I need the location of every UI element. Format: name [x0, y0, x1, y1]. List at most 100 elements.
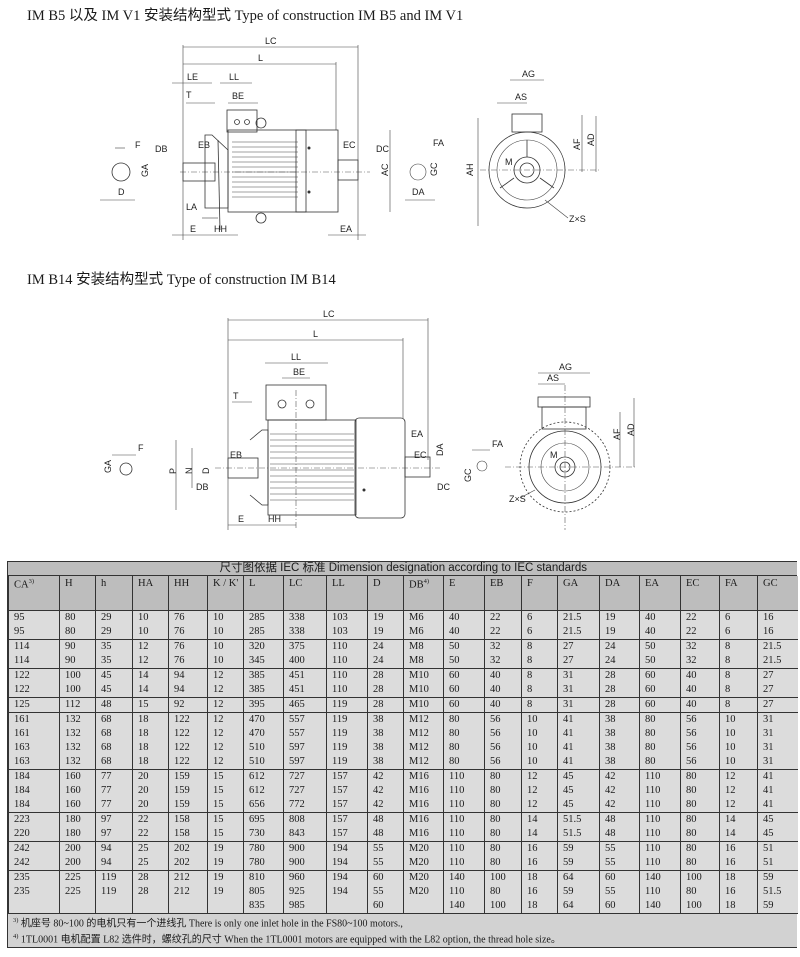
table-cell: 110	[639, 812, 681, 827]
table-cell: 38	[367, 727, 404, 741]
dim-label: EB	[198, 140, 210, 150]
table-cell: 119	[326, 712, 368, 727]
table-cell: 60	[443, 683, 485, 698]
table-cell: 285	[243, 625, 284, 640]
table-cell: M20	[403, 870, 444, 885]
table-cell: 76	[168, 654, 208, 669]
table-cell: 80	[484, 812, 522, 827]
table-cell: 110	[326, 668, 368, 683]
table-cell	[168, 899, 208, 914]
table-cell: 32	[680, 639, 720, 654]
dim-label: L	[258, 53, 263, 63]
table-cell: 80	[59, 610, 96, 625]
table-cell: 41	[557, 727, 600, 741]
table-cell: 80	[680, 798, 720, 813]
table-cell: 780	[243, 856, 284, 871]
table-cell: 41	[557, 755, 600, 770]
table-cell: 94	[168, 683, 208, 698]
table-cell: 119	[95, 885, 133, 899]
table-cell: 77	[95, 784, 133, 798]
dim-label: AS	[515, 92, 527, 102]
table-cell: 80	[59, 625, 96, 640]
table-cell: 56	[484, 741, 522, 755]
table-cell: 15	[207, 784, 244, 798]
dim-label: EA	[340, 224, 352, 234]
table-cell: 77	[95, 798, 133, 813]
table-cell: 8	[719, 668, 758, 683]
motor-side-view	[172, 45, 391, 240]
table-cell: 15	[207, 827, 244, 842]
table-cell: 24	[599, 654, 640, 669]
table-cell: 12	[207, 683, 244, 698]
table-cell: 41	[757, 769, 798, 784]
table-cell: 8	[521, 639, 558, 654]
table-cell: 24	[599, 639, 640, 654]
dim-label: AC	[380, 163, 390, 176]
table-cell: 50	[639, 654, 681, 669]
table-cell: 27	[757, 683, 798, 698]
table-cell: 55	[599, 856, 640, 871]
table-cell: 22	[484, 610, 522, 625]
table-cell: 18	[719, 870, 758, 885]
table-cell: 727	[283, 784, 327, 798]
table-cell: 8	[521, 654, 558, 669]
column-header: HH	[168, 576, 208, 611]
dim-label: HH	[268, 514, 281, 524]
table-cell: 18	[132, 727, 169, 741]
column-header: E	[443, 576, 485, 611]
table-cell: 97	[95, 827, 133, 842]
table-cell: 45	[757, 812, 798, 827]
footnote-4: 4) 1TL0001 电机配置 L82 选件时，螺纹孔的尺寸 When the …	[13, 930, 797, 946]
table-cell: 42	[599, 784, 640, 798]
table-cell: M16	[403, 769, 444, 784]
table-cell: 100	[680, 870, 720, 885]
table-cell: 14	[521, 812, 558, 827]
table-cell: 56	[680, 727, 720, 741]
table-cell: 18	[719, 899, 758, 914]
shaft-section-left: F D GA	[100, 140, 150, 201]
table-cell: 212	[168, 885, 208, 899]
table-cell: 60	[599, 870, 640, 885]
table-cell: 202	[168, 841, 208, 856]
table-cell: 10	[207, 610, 244, 625]
table-cell: 125	[8, 697, 60, 713]
table-cell: 59	[757, 870, 798, 885]
column-header: LL	[326, 576, 368, 611]
table-cell: 163	[8, 741, 60, 755]
table-cell: 42	[599, 798, 640, 813]
table-cell: 15	[207, 769, 244, 784]
table-cell: 12	[207, 668, 244, 683]
table-cell: 80	[484, 856, 522, 871]
table-cell: 24	[367, 639, 404, 654]
table-cell: 56	[680, 741, 720, 755]
table-cell: 510	[243, 755, 284, 770]
table-cell: 19	[207, 841, 244, 856]
column-header-label: EB	[490, 578, 504, 589]
table-cell: 10	[207, 654, 244, 669]
table-cell	[95, 899, 133, 914]
table-cell: M10	[403, 668, 444, 683]
table-cell: 48	[367, 812, 404, 827]
table-cell: 158	[168, 827, 208, 842]
table-cell: 28	[599, 697, 640, 713]
dimension-labels-side-b14: LC L LL BE T EB DB P N D E HH EA EC DA D…	[168, 309, 450, 524]
table-cell: 100	[59, 683, 96, 698]
table-cell: 40	[443, 625, 485, 640]
dimension-labels-side: LC L LE LL T BE DB EB LA E HH EC DC AC E…	[155, 36, 390, 234]
table-cell: 470	[243, 727, 284, 741]
table-cell: 76	[168, 639, 208, 654]
table-cell: 110	[443, 784, 485, 798]
drawing-b14: LC L LL BE T EB DB P N D E HH EA EC DA D…	[103, 309, 636, 530]
table-cell: 110	[443, 798, 485, 813]
dim-label: M	[550, 450, 558, 460]
dim-label: N	[184, 468, 194, 475]
table-cell: 60	[639, 683, 681, 698]
dim-label: AF	[612, 428, 622, 440]
table-cell: 80	[484, 769, 522, 784]
table-cell: 35	[95, 639, 133, 654]
table-cell: 76	[168, 610, 208, 625]
column-header-label: DA	[605, 578, 621, 589]
